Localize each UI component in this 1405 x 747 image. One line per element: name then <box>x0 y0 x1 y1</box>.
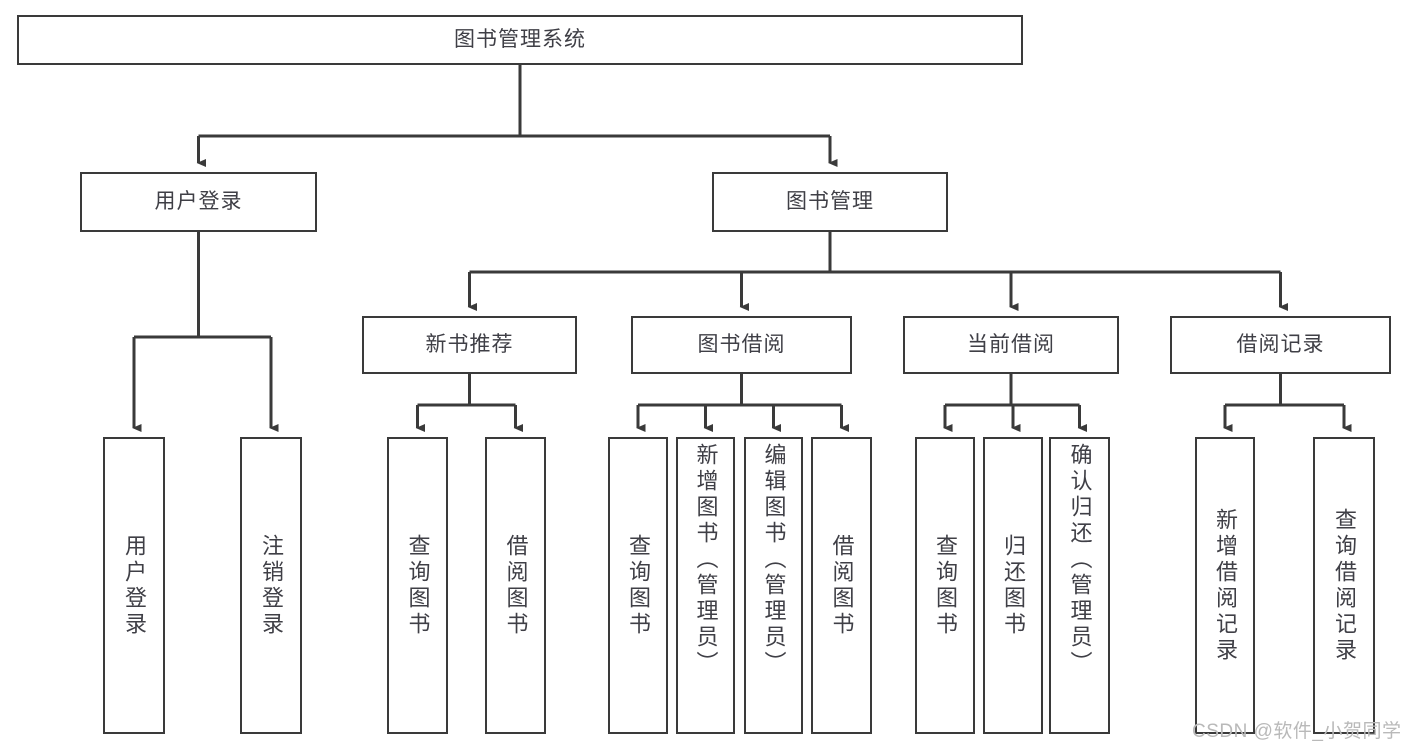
leaf-node-12-label: 新增借阅记录 <box>1212 507 1238 664</box>
connector-lines <box>132 65 1352 433</box>
leaf-node-10-label: 归还图书 <box>1000 533 1026 638</box>
level3-node-4[interactable]: 借阅记录 <box>1170 316 1391 374</box>
level3-node-2-label: 图书借阅 <box>697 332 786 356</box>
leaf-node-8[interactable]: 借阅图书 <box>811 437 872 734</box>
level3-node-3-label: 当前借阅 <box>967 332 1055 356</box>
leaf-node-7-label: 编辑图书（管理员） <box>761 443 787 677</box>
leaf-node-7[interactable]: 编辑图书（管理员） <box>744 437 803 734</box>
level2-node-2[interactable]: 图书管理 <box>712 172 948 232</box>
leaf-node-2[interactable]: 注销登录 <box>240 437 302 734</box>
leaf-node-3-label: 查询图书 <box>405 533 431 638</box>
leaf-node-11-label: 确认归还（管理员） <box>1067 443 1093 677</box>
leaf-node-9[interactable]: 查询图书 <box>915 437 975 734</box>
leaf-node-12[interactable]: 新增借阅记录 <box>1195 437 1255 734</box>
root-node-book-management-system-label: 图书管理系统 <box>454 27 586 51</box>
level3-node-1[interactable]: 新书推荐 <box>362 316 577 374</box>
leaf-node-13[interactable]: 查询借阅记录 <box>1313 437 1375 734</box>
level2-node-2-label: 图书管理 <box>786 189 874 213</box>
leaf-node-5-label: 查询图书 <box>625 533 651 638</box>
leaf-node-13-label: 查询借阅记录 <box>1331 507 1357 664</box>
leaf-node-1-label: 用户登录 <box>121 533 147 638</box>
leaf-node-1[interactable]: 用户登录 <box>103 437 165 734</box>
leaf-node-2-label: 注销登录 <box>258 533 284 638</box>
leaf-node-4[interactable]: 借阅图书 <box>485 437 546 734</box>
level3-node-4-label: 借阅记录 <box>1236 332 1325 356</box>
leaf-node-3[interactable]: 查询图书 <box>387 437 448 734</box>
leaf-node-5[interactable]: 查询图书 <box>608 437 668 734</box>
level3-node-2[interactable]: 图书借阅 <box>631 316 852 374</box>
leaf-node-6-label: 新增图书（管理员） <box>693 443 719 677</box>
leaf-node-6[interactable]: 新增图书（管理员） <box>676 437 735 734</box>
level3-node-3[interactable]: 当前借阅 <box>903 316 1119 374</box>
leaf-node-4-label: 借阅图书 <box>503 533 529 638</box>
leaf-node-9-label: 查询图书 <box>932 533 958 638</box>
level2-node-1[interactable]: 用户登录 <box>80 172 317 232</box>
root-node-book-management-system[interactable]: 图书管理系统 <box>17 15 1023 65</box>
level3-node-1-label: 新书推荐 <box>425 332 514 356</box>
leaf-node-11[interactable]: 确认归还（管理员） <box>1049 437 1110 734</box>
leaf-node-8-label: 借阅图书 <box>829 533 855 638</box>
leaf-node-10[interactable]: 归还图书 <box>983 437 1043 734</box>
level2-node-1-label: 用户登录 <box>154 189 243 213</box>
